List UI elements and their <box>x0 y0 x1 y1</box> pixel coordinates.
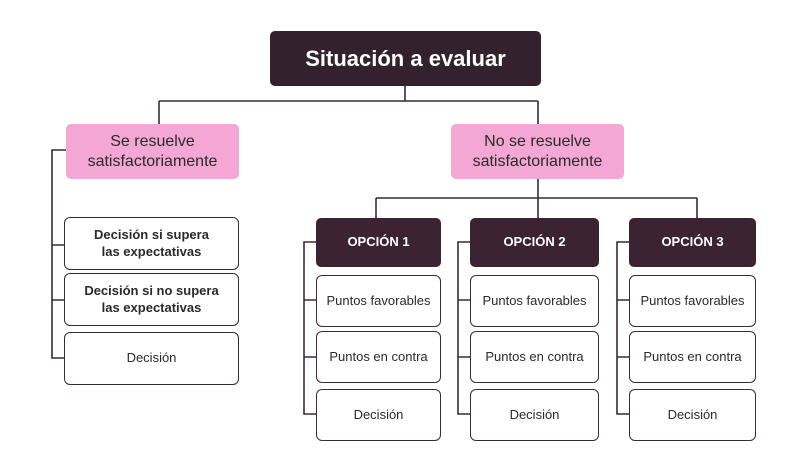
left-item-no-supera-line2: las expectativas <box>101 299 202 315</box>
left-branch-label: Se resuelve satisfactoriamente <box>88 132 218 172</box>
root-node: Situación a evaluar <box>270 31 541 86</box>
left-bracket <box>51 149 66 359</box>
options-connector <box>375 179 698 218</box>
right-branch-label-line2: satisfactoriamente <box>472 152 603 170</box>
option3-contra: Puntos en contra <box>629 331 756 383</box>
option2-bracket <box>457 241 470 415</box>
left-item-no-supera-text: Decisión si no supera las expectativas <box>84 283 218 316</box>
left-item-decision: Decisión <box>64 332 239 385</box>
option1-header: OPCIÓN 1 <box>316 218 441 267</box>
left-item-no-supera-line1: Decisión si no supera <box>84 283 219 299</box>
option1-decision-label: Decisión <box>353 406 404 422</box>
option3-decision-label: Decisión <box>667 406 718 422</box>
option2-favorables: Puntos favorables <box>470 275 599 327</box>
left-item-supera-text: Decisión si supera las expectativas <box>94 227 209 260</box>
left-item-supera: Decisión si supera las expectativas <box>64 217 239 270</box>
option2-header: OPCIÓN 2 <box>470 218 599 267</box>
option2-contra: Puntos en contra <box>470 331 599 383</box>
option2-contra-label: Puntos en contra <box>485 348 584 364</box>
option3-title: OPCIÓN 3 <box>661 234 724 250</box>
option2-favorables-label: Puntos favorables <box>482 292 587 308</box>
root-connector <box>158 86 539 124</box>
option2-title: OPCIÓN 2 <box>503 234 566 250</box>
root-label: Situación a evaluar <box>305 45 506 71</box>
option3-bracket <box>616 241 629 415</box>
left-branch-label-line1: Se resuelve <box>110 132 195 150</box>
left-item-supera-line2: las expectativas <box>101 243 202 259</box>
left-item-decision-label: Decisión <box>126 350 177 366</box>
option3-decision: Decisión <box>629 389 756 441</box>
left-branch-node: Se resuelve satisfactoriamente <box>66 124 239 179</box>
left-item-supera-line1: Decisión si supera <box>94 227 209 243</box>
right-branch-label-line1: No se resuelve <box>484 132 591 150</box>
left-branch-label-line2: satisfactoriamente <box>87 152 218 170</box>
right-branch-node: No se resuelve satisfactoriamente <box>451 124 624 179</box>
option3-header: OPCIÓN 3 <box>629 218 756 267</box>
right-branch-label: No se resuelve satisfactoriamente <box>473 132 603 172</box>
option3-favorables-label: Puntos favorables <box>640 292 745 308</box>
option1-favorables-label: Puntos favorables <box>326 292 431 308</box>
option3-contra-label: Puntos en contra <box>643 348 742 364</box>
option1-decision: Decisión <box>316 389 441 441</box>
option1-favorables: Puntos favorables <box>316 275 441 327</box>
option2-decision: Decisión <box>470 389 599 441</box>
option1-title: OPCIÓN 1 <box>347 234 410 250</box>
option1-contra-label: Puntos en contra <box>329 348 428 364</box>
option2-decision-label: Decisión <box>509 406 560 422</box>
option1-bracket <box>303 241 316 415</box>
option1-contra: Puntos en contra <box>316 331 441 383</box>
left-item-no-supera: Decisión si no supera las expectativas <box>64 273 239 326</box>
option3-favorables: Puntos favorables <box>629 275 756 327</box>
